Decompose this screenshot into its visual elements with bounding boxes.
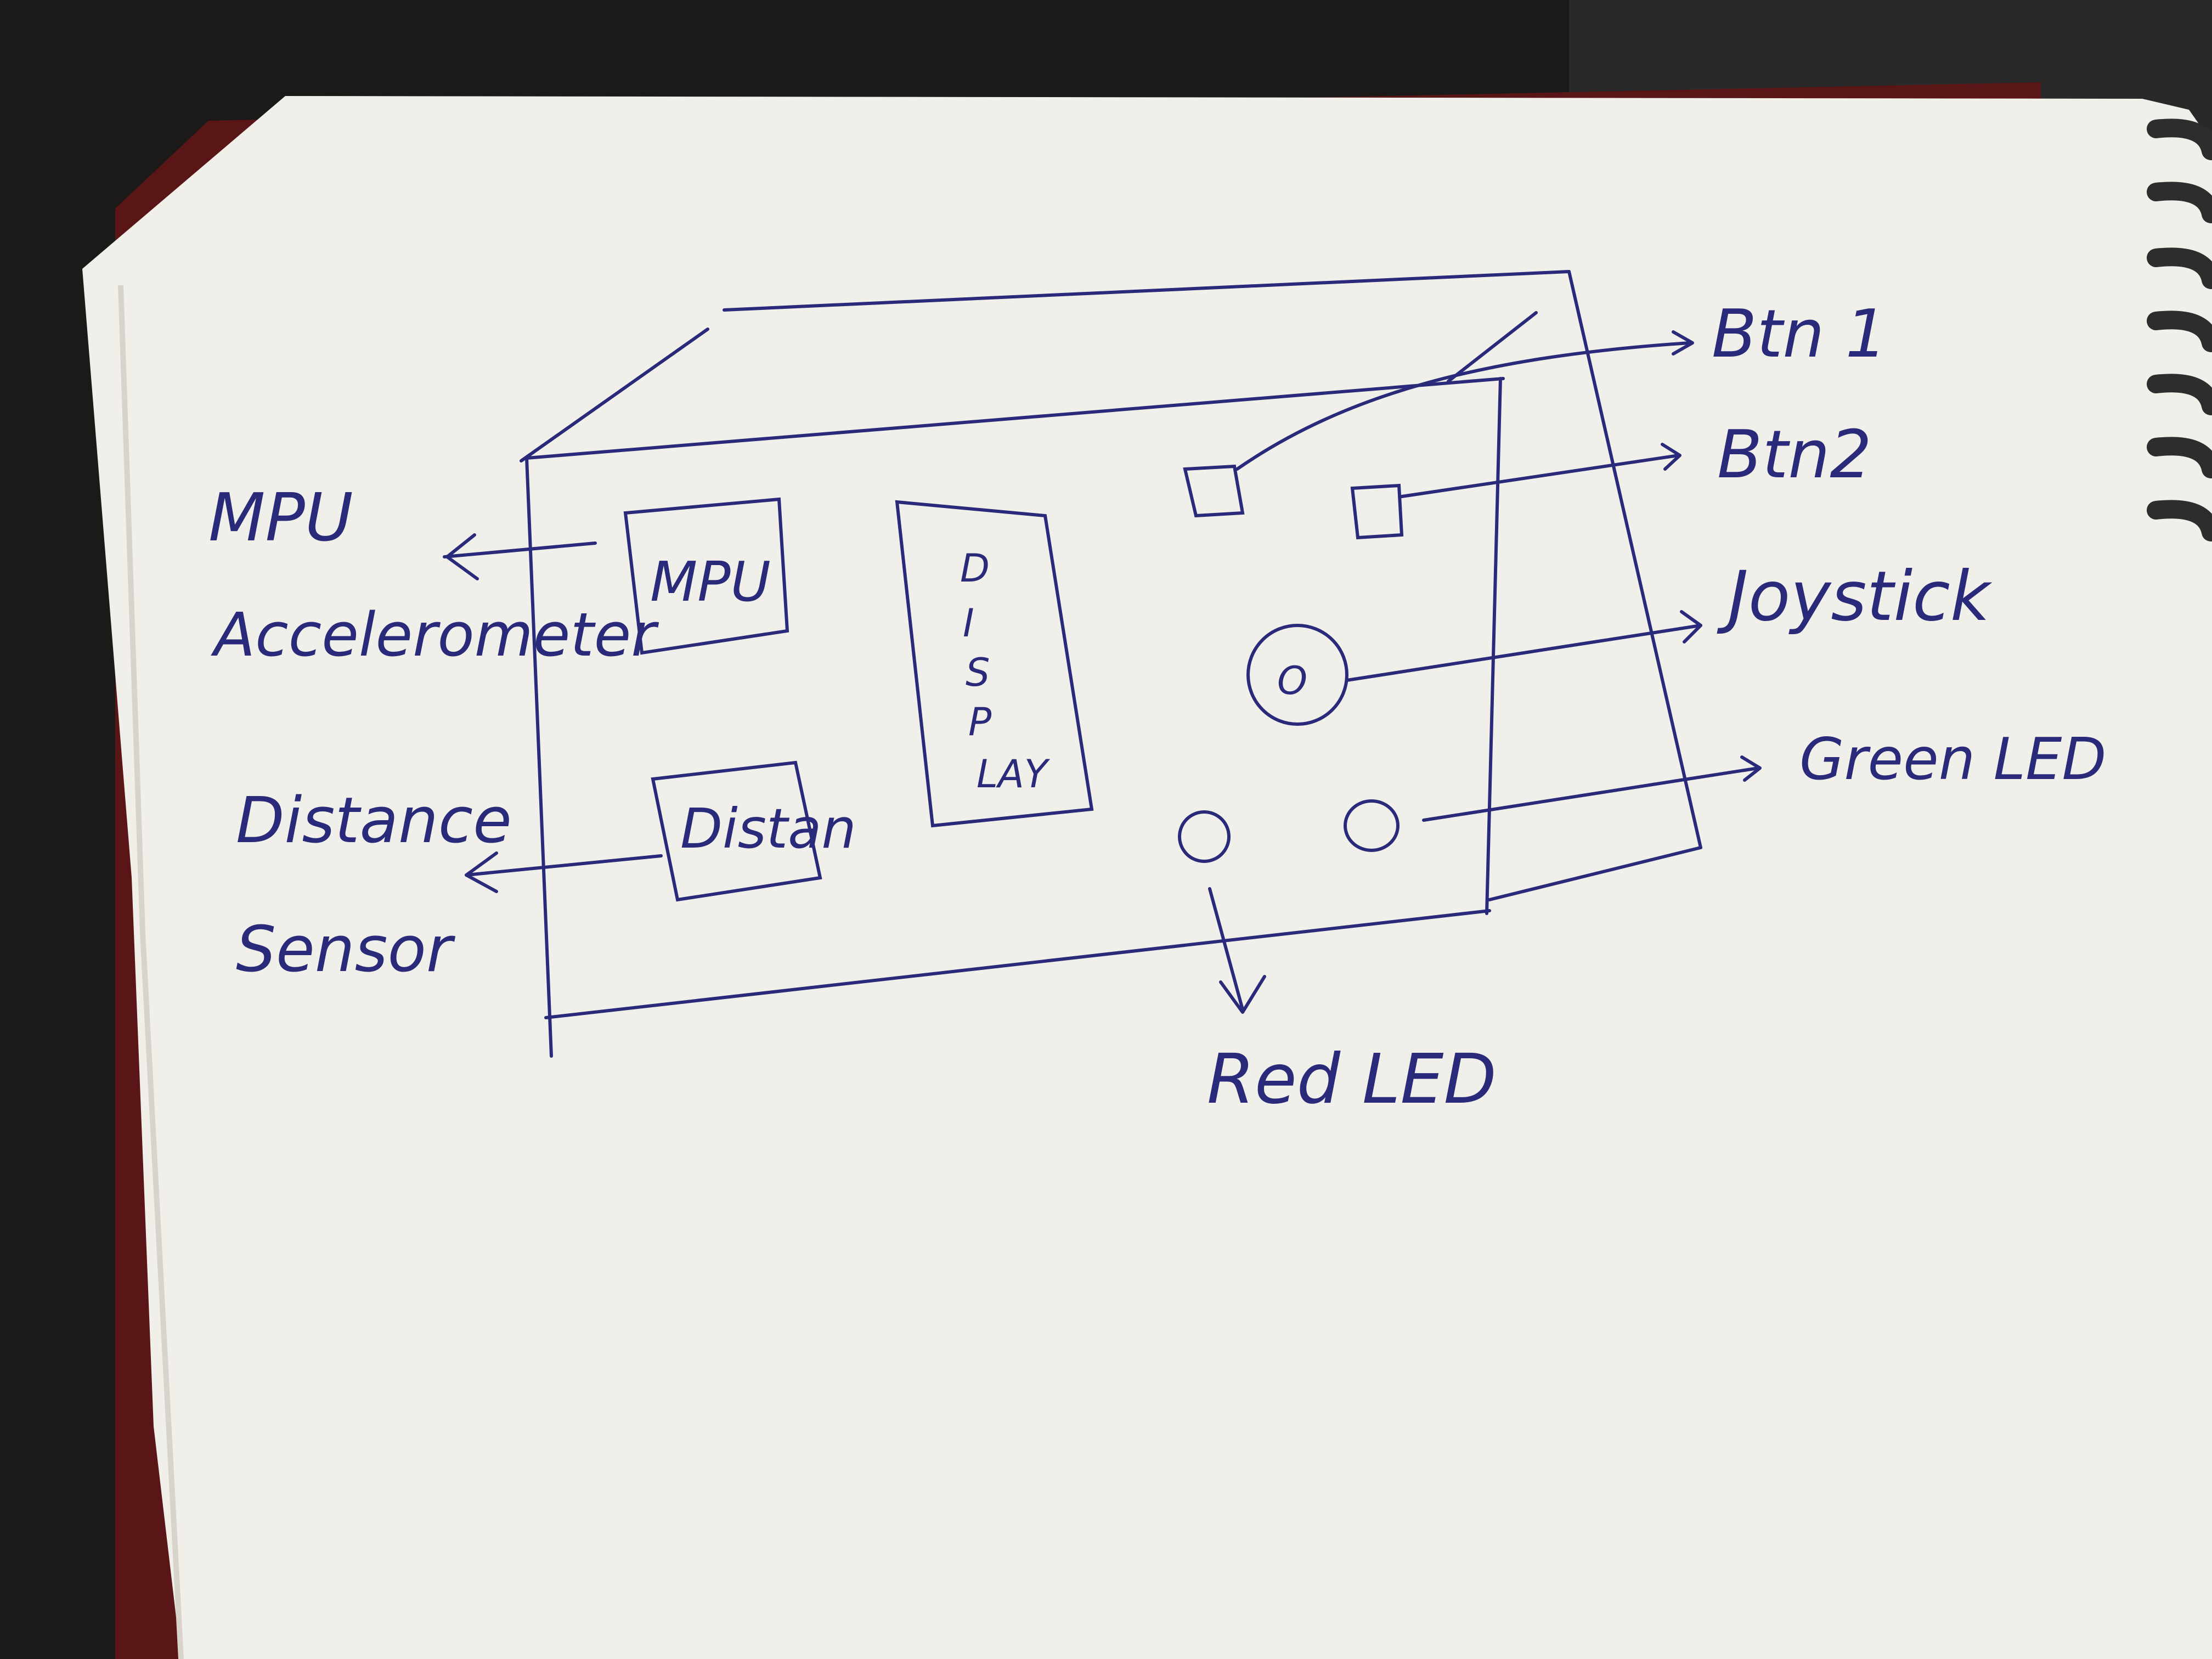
display-char-1: D <box>960 546 990 591</box>
button-1 <box>1183 464 1245 518</box>
btn1-label: Btn 1 <box>1712 296 1887 373</box>
button-2 <box>1350 483 1404 540</box>
distance-box-label: Distan <box>680 797 856 861</box>
page-edge <box>118 285 184 1659</box>
joystick-arrow <box>1345 624 1702 682</box>
display-module: D I S P LAY <box>895 500 1094 828</box>
btn2-arrow <box>1400 454 1680 498</box>
mpu-label-line1: MPU <box>208 480 353 556</box>
display-char-2: I <box>963 601 974 646</box>
distance-module: Distan <box>651 760 856 902</box>
red-led-label: Red LED <box>1207 1040 1497 1119</box>
btn2-label: Btn2 <box>1717 417 1872 493</box>
paper-page <box>82 96 2212 1659</box>
mpu-label-line2: Accelerometer <box>211 600 659 670</box>
spiral-coils <box>2147 119 2212 541</box>
joystick-center-label: O <box>1277 658 1307 703</box>
distance-arrow <box>465 854 663 877</box>
connector-arrows <box>443 330 1762 1014</box>
green-led-arrow <box>1422 766 1760 822</box>
mpu-module: MPU <box>623 497 789 655</box>
display-char-3: S <box>966 650 990 695</box>
btn1-arrow <box>1235 341 1691 471</box>
box-sketch <box>520 270 1702 1058</box>
green-led-label: Green LED <box>1799 726 2106 793</box>
distance-label-line2: Sensor <box>236 913 456 986</box>
green-led <box>1344 799 1400 852</box>
mpu-box-label: MPU <box>650 550 771 614</box>
display-char-4: P <box>968 699 992 744</box>
joystick: O <box>1246 624 1348 726</box>
joystick-label: Joystick <box>1717 557 1993 636</box>
mpu-arrow <box>443 541 597 558</box>
red-led-arrow <box>1208 887 1244 1011</box>
display-char-5: LAY <box>977 752 1051 797</box>
distance-label-line1: Distance <box>236 784 512 857</box>
red-led <box>1178 810 1231 863</box>
